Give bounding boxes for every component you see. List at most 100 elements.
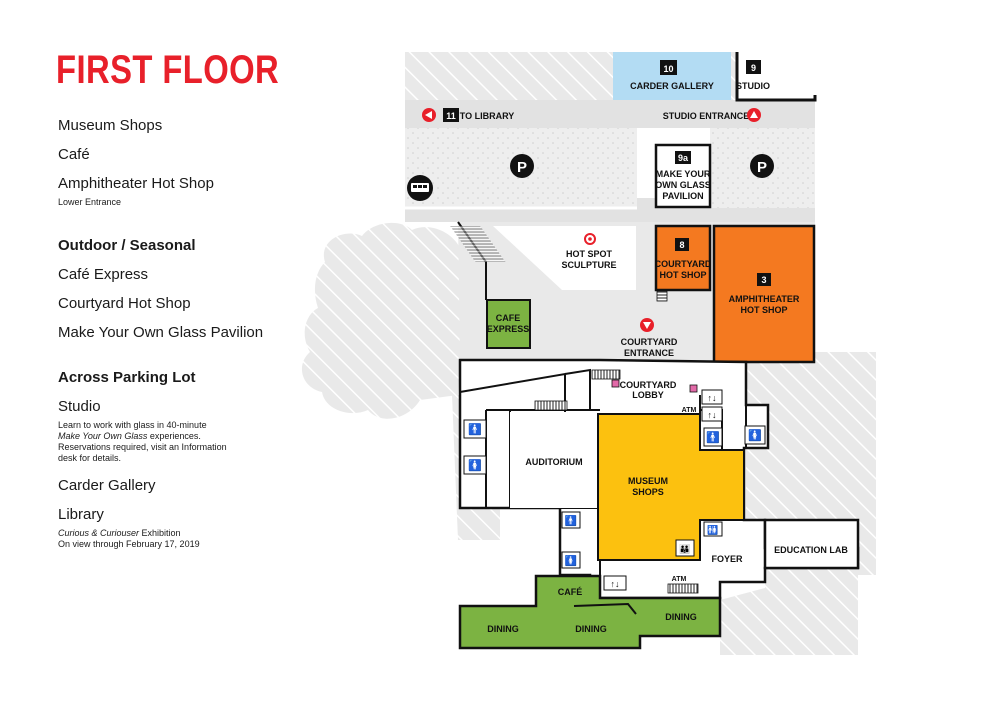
badge-3 [757,273,771,286]
legend-note-line: Reservations required, visit an Informat… [58,442,227,452]
to-library-label: TO LIBRARY [460,111,515,121]
badge-9-number: 9 [751,63,756,73]
svg-text:↑↓: ↑↓ [708,410,717,420]
dining-label: DINING [665,612,697,622]
courtyard-entrance-label-line: COURTYARD [621,337,678,347]
page-title: FIRST FLOOR [56,48,280,92]
carder-gallery[interactable] [613,52,731,100]
restroom-icon: 🚹 [561,511,581,529]
legend-note-text: experiences. [147,431,201,441]
legend-note-italic: Curious & Curiouser [58,528,140,538]
badge-9a [675,151,691,164]
museum-shops-label-line: SHOPS [632,487,664,497]
restroom-icon: 🚺 [744,425,766,445]
cafe-dining[interactable] [458,574,722,650]
parking-icon-letter: P [757,159,767,176]
atm-label: ATM [672,576,687,583]
legend-note-line: Curious & Curiouser Exhibition [58,528,200,539]
svg-text:↑↓: ↑↓ [611,579,620,589]
stairs-icon [667,583,699,594]
legend-heading-across: Across Parking Lot [58,369,196,386]
legend-note-studio: Learn to work with glass in 40-minute Ma… [58,420,227,464]
hot-spot-label-line: HOT SPOT [566,249,613,259]
museum-shops[interactable] [597,413,745,561]
restroom-icon: 🚻 [703,521,723,537]
badge-9a-number: 9a [678,153,689,163]
escalator-icon: ↑↓ [603,575,627,591]
badge-11-number: 11 [446,111,456,121]
studio[interactable] [737,52,815,100]
hot-spot-sculpture-area [493,226,636,290]
restroom-icon: 🚺 [463,455,487,475]
legend-item-library[interactable]: Library [58,506,104,523]
sculpture-icon [584,233,596,245]
legend-item-cafe[interactable]: Café [58,146,90,163]
parking-icon-letter: P [517,159,527,176]
road [405,100,815,128]
legend-note-text: Exhibition [139,528,181,538]
courtyard-entrance-label-line: ENTRANCE [624,348,674,358]
legend-item-studio[interactable]: Studio [58,398,101,415]
legend-note-italic: Make Your Own Glass [58,431,148,441]
amphitheater-hot-shop[interactable] [712,224,816,364]
legend-note-line: Learn to work with glass in 40-minute [58,420,207,430]
courtyard-lobby-label-line: LOBBY [632,390,664,400]
auditorium[interactable] [510,412,598,508]
escalator-icon: ↑↓ [701,406,723,422]
studio-entrance-label: STUDIO ENTRANCE [663,111,750,121]
cafe-express-label-line: EXPRESS [487,324,530,334]
svg-text:🚺: 🚺 [565,554,577,567]
museum-shops-label-line: MUSEUM [628,476,668,486]
cafe-express[interactable] [486,299,531,349]
stairs-icon [534,400,568,411]
courtyard-hot-shop-label-line: COURTYARD [655,259,712,269]
courtyard-lobby-label-line: COURTYARD [620,380,677,390]
courtyard-hot-shop-label-line: HOT SHOP [659,270,706,280]
badge-10 [660,60,677,75]
auditorium-label: AUDITORIUM [525,457,582,467]
stairs-icon [591,369,621,380]
pavilion-label-line: PAVILION [662,191,703,201]
legend-item-make-your-own-glass-pavilion[interactable]: Make Your Own Glass Pavilion [58,324,264,341]
atm-label: ATM [682,407,697,414]
elevator-icon [689,384,698,393]
svg-text:🚺: 🚺 [748,429,762,442]
legend-item-amphitheater-hot-shop[interactable]: Amphitheater Hot Shop [58,175,214,192]
svg-text:🚹: 🚹 [468,423,482,436]
education-lab[interactable] [763,518,860,570]
svg-text:🚻: 🚻 [707,524,718,535]
badge-8-number: 8 [679,240,684,250]
badge-8 [675,238,689,251]
courtyard-hot-shop[interactable] [654,224,712,292]
dining-label: DINING [487,624,519,634]
family-restroom-icon: 👪 [675,539,695,557]
legend-heading-outdoor: Outdoor / Seasonal [58,237,196,254]
legend-item-museum-shops[interactable]: Museum Shops [58,117,163,134]
elevator-icon [611,379,620,388]
education-lab-label: EDUCATION LAB [774,545,848,555]
cafe-express-label-line: CAFE [496,313,521,323]
badge-11 [443,108,459,122]
legend-note-line: desk for details. [58,453,122,463]
restroom-icon: 🚹 [703,427,723,447]
parking-icon [510,154,534,178]
svg-text:🚹: 🚹 [706,431,720,444]
bus-icon [407,175,433,201]
svg-text:🚺: 🚺 [468,459,482,472]
svg-text:↑↓: ↑↓ [708,393,717,403]
legend-note-lower-entrance: Lower Entrance [58,197,122,207]
badge-9 [746,60,761,74]
parking-icon [750,154,774,178]
cafe-label: CAFÉ [558,587,583,597]
badge-3-number: 3 [761,275,766,285]
carder-gallery-label: CARDER GALLERY [630,81,714,91]
studio-label: STUDIO [736,81,770,91]
restroom-icon: 🚹 [463,419,487,439]
legend-item-courtyard-hot-shop[interactable]: Courtyard Hot Shop [58,295,191,312]
svg-text:🚹: 🚹 [565,514,577,527]
svg-text:👪: 👪 [679,543,690,554]
badge-10-number: 10 [663,64,673,74]
legend-item-cafe-express[interactable]: Café Express [58,266,149,283]
legend-item-carder-gallery[interactable]: Carder Gallery [58,477,156,494]
